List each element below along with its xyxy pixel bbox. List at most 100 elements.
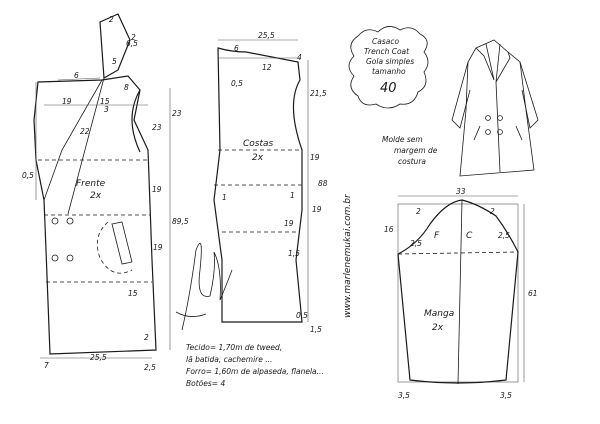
front-count: 2x [90, 191, 102, 201]
dim-back-side4: 4 [297, 53, 302, 62]
dim-sleeve-hem35a: 3,5 [398, 391, 410, 400]
materials-list: Tecido= 1,70m de tweed, lã batida, cache… [186, 343, 324, 388]
dim-front-total23: 23 [172, 109, 182, 118]
note-line1: Molde sem [382, 135, 423, 144]
front-pocket-welt [111, 221, 133, 265]
coat-pocket-left [473, 125, 481, 141]
back-piece: Costas 2x 25,5 6 0,5 12 4 21,5 19 19 88 … [213, 31, 328, 334]
watermark-url: www.marlenemukai.com.br [343, 193, 353, 318]
dim-front-bottom7: 7 [44, 361, 49, 370]
coat-pocket-right [515, 125, 523, 141]
back-outline [213, 47, 303, 323]
dim-back-waist1: 1 [290, 191, 295, 200]
dim-front-pocket15: 15 [128, 289, 138, 298]
dim-front-bottom255: 25,5 [90, 353, 107, 362]
sleeve-center-line [457, 199, 463, 385]
dim-sleeve-hem35b: 3,5 [500, 391, 512, 400]
front-name: Frente [76, 179, 106, 189]
dim-front-collar-top: 2 [109, 15, 114, 24]
title-cloud: Casaco Trench Coat Gola simples tamanho … [348, 26, 429, 109]
title-line2: Trench Coat [364, 47, 410, 56]
sleeve-outline [397, 199, 519, 384]
dim-front-bottom2: 2 [144, 333, 149, 342]
back-count: 2x [252, 153, 264, 163]
dim-front-collar-a: 2 [131, 33, 136, 42]
dim-front-chest8: 8 [124, 83, 129, 92]
dim-front-left05: 0,5 [22, 171, 34, 180]
back-name: Costas [243, 139, 274, 149]
dim-back-top255: 25,5 [258, 31, 275, 40]
signature [175, 243, 233, 331]
title-size: 40 [380, 81, 397, 96]
front-armhole [131, 89, 141, 153]
dim-front-armhole23: 23 [152, 123, 162, 132]
dim-front-side19a: 19 [152, 185, 162, 194]
dim-sleeve-cap16: 16 [384, 225, 394, 234]
dim-front-neck-side: 5 [112, 57, 117, 66]
front-pocket-bag [96, 221, 133, 274]
title-line1: Casaco [372, 37, 399, 46]
dim-sleeve-cap2a: 2 [416, 207, 421, 216]
note-line3: costura [398, 157, 426, 166]
dim-front-bottom25: 2,5 [144, 363, 156, 372]
dim-back-left1: 1 [222, 193, 227, 202]
dim-front-depth19a: 19 [62, 97, 72, 106]
dim-sleeve-length61: 61 [528, 289, 538, 298]
sleeve-name: Manga [424, 309, 454, 319]
coat-button [497, 129, 503, 135]
dim-back-depth19: 19 [310, 153, 320, 162]
dim-back-seam15: 1,5 [288, 249, 300, 258]
coat-front-edge [495, 81, 501, 173]
coat-sleeve-left [451, 61, 471, 129]
title-line3: Gola simples [366, 57, 414, 66]
sleeve-front-letter: F [434, 231, 440, 241]
front-button [51, 217, 59, 225]
dim-front-small3: 3 [104, 105, 109, 114]
dim-back-side19: 19 [312, 205, 322, 214]
front-lapel-edge [43, 79, 103, 201]
dim-back-armhole215: 21,5 [310, 89, 327, 98]
coat-button [485, 129, 491, 135]
dim-sleeve-cap25b: 2,5 [498, 231, 510, 240]
dim-front-armhole15: 15 [100, 97, 110, 106]
coat-button [485, 115, 491, 121]
dim-front-collar-side: 6,5 [126, 39, 138, 48]
sleeve-count: 2x [432, 323, 444, 333]
dim-sleeve-cap2b: 2 [490, 207, 495, 216]
dim-back-neck6: 6 [234, 44, 239, 53]
materials-line3: Forro= 1,60m de alpaseda, flanela... [186, 367, 324, 376]
coat-illustration [451, 39, 539, 177]
front-shoulder-dim [57, 77, 101, 81]
dim-front-depth22: 22 [80, 127, 90, 136]
dim-front-shoulder: 6 [74, 71, 79, 80]
front-outline [33, 75, 157, 355]
materials-line1: Tecido= 1,70m de tweed, [186, 343, 282, 352]
coat-body [459, 39, 535, 177]
dim-front-total895: 89,5 [172, 217, 189, 226]
front-collar-strip [99, 13, 131, 79]
front-button [51, 254, 59, 262]
front-button [66, 254, 74, 262]
dim-back-side19b: 19 [284, 219, 294, 228]
front-lapel-fold [67, 77, 105, 215]
coat-button [497, 115, 503, 121]
dim-back-shoulder12: 12 [262, 63, 272, 72]
dim-back-neck05: 0,5 [231, 79, 243, 88]
title-line4: tamanho [372, 67, 406, 76]
dim-sleeve-width33: 33 [456, 187, 466, 196]
sleeve-piece: F C Manga 2x 33 2 2 2,5 2,5 16 61 3,5 3,… [384, 187, 538, 400]
dim-sleeve-cap25a: 2,5 [410, 239, 422, 248]
materials-line4: Botões= 4 [186, 379, 225, 388]
sleeve-back-letter: C [466, 231, 473, 241]
note-line2: margem de [394, 146, 438, 155]
coat-lapel-right [495, 43, 511, 83]
materials-line2: lã batida, cachemire ... [186, 355, 272, 364]
front-button [66, 217, 74, 225]
front-piece: Frente 2x 2 6,5 2 6 5 8 15 19 22 3 23 19… [22, 13, 189, 372]
dim-back-total88: 88 [318, 179, 328, 188]
dim-back-hem05: 0,5 [296, 311, 308, 320]
title-cloud-outline [348, 26, 429, 109]
coat-lapel-left [475, 43, 495, 81]
dim-front-side19b: 19 [153, 243, 163, 252]
